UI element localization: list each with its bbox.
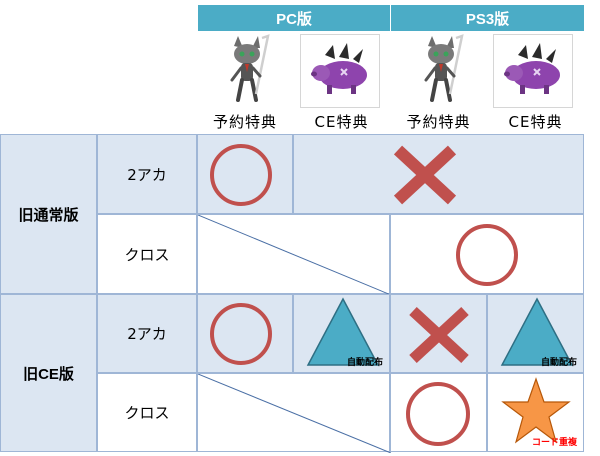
column-label-ps3-preorder: 予約特典 xyxy=(406,112,471,131)
row-group-old-standard: 旧通常版 xyxy=(0,134,97,294)
header-ps3-version: PS3版 xyxy=(390,5,584,31)
cross-mark-icon xyxy=(409,306,469,364)
circle-mark-icon xyxy=(210,144,272,206)
row-label-cross: クロス xyxy=(97,214,197,294)
cell-ce-2acc-pc-preorder xyxy=(197,294,293,373)
triangle-mark-icon xyxy=(306,297,380,366)
cell-standard-cross-ps3 xyxy=(390,214,584,294)
row-label-two-accounts: 2アカ xyxy=(97,294,197,373)
cat-character-icon xyxy=(207,34,287,108)
cell-standard-cross-pc-na xyxy=(197,214,391,295)
cell-ce-cross-ps3-preorder xyxy=(390,373,487,452)
cell-ce-cross-ps3-ce: コード重複 xyxy=(487,373,584,452)
cell-ce-2acc-ps3-ce: 自動配布 xyxy=(487,294,584,373)
column-label-pc-preorder: 予約特典 xyxy=(212,112,277,131)
column-label-pc-ce: CE特典 xyxy=(314,112,369,131)
comparison-table: 旧通常版 旧CE版 2アカ クロス 2アカ クロス 自動配布 xyxy=(0,134,585,453)
purple-pig-icon xyxy=(300,34,380,108)
triangle-mark-icon xyxy=(500,297,574,366)
header-pc-version: PC版 xyxy=(197,5,390,31)
auto-distribution-tag: 自動配布 xyxy=(540,358,577,368)
circle-mark-icon xyxy=(456,224,518,286)
column-label-ps3-ce: CE特典 xyxy=(508,112,563,131)
diagonal-na-line xyxy=(198,374,391,453)
row-group-old-ce: 旧CE版 xyxy=(0,294,97,452)
row-label-two-accounts: 2アカ xyxy=(97,134,197,214)
cell-standard-2acc-merged xyxy=(293,134,584,214)
circle-mark-icon xyxy=(210,303,272,365)
code-duplicate-tag: コード重複 xyxy=(531,438,577,448)
auto-distribution-tag: 自動配布 xyxy=(346,358,383,368)
star-mark-icon xyxy=(501,377,571,444)
cell-ce-2acc-ps3-preorder xyxy=(390,294,487,373)
diagonal-na-line xyxy=(198,215,391,295)
cross-mark-icon xyxy=(393,145,457,205)
purple-pig-icon xyxy=(493,34,573,108)
cell-ce-2acc-pc-ce: 自動配布 xyxy=(293,294,390,373)
row-label-cross: クロス xyxy=(97,373,197,452)
cat-character-icon xyxy=(401,34,481,108)
circle-mark-icon xyxy=(406,382,470,446)
cell-standard-2acc-pc-preorder xyxy=(197,134,293,214)
cell-ce-cross-pc-na xyxy=(197,373,391,453)
